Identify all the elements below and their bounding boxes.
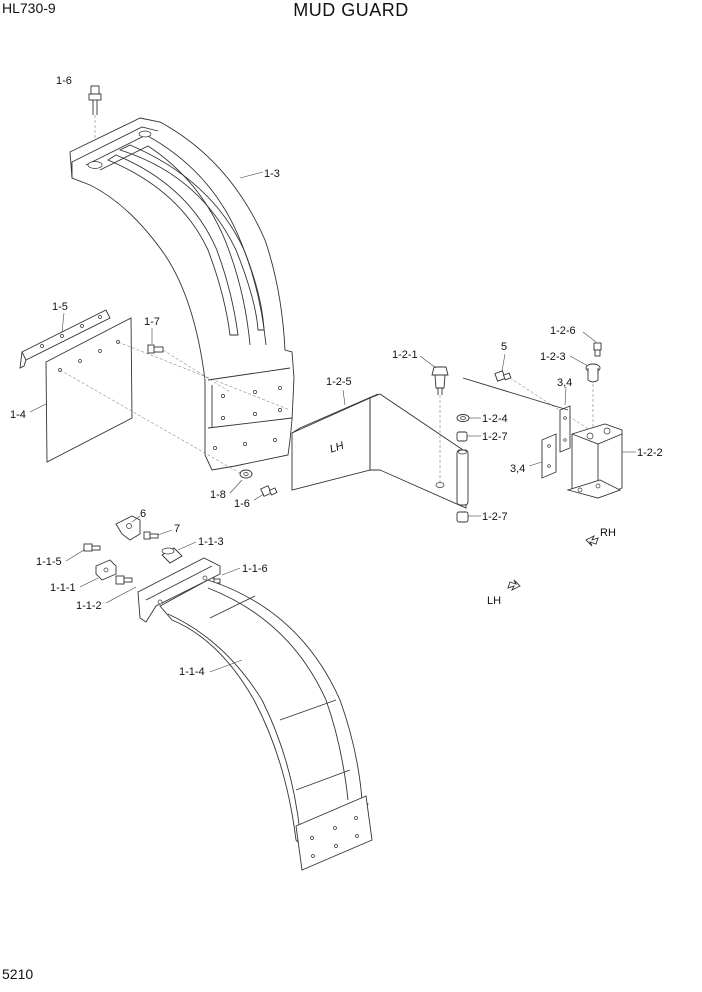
callout-1-6-top: 1-6 xyxy=(56,75,72,87)
clamp-strip-1-5 xyxy=(19,309,111,369)
clip-1-1-1 xyxy=(95,559,117,581)
callout-1-1-1: 1-1-1 xyxy=(50,582,76,594)
callout-1-5: 1-5 xyxy=(52,301,68,313)
bolt-1-1-2 xyxy=(115,575,133,585)
callout-1-2-7-upper: 1-2-7 xyxy=(482,431,508,443)
callout-1-1-5: 1-1-5 xyxy=(36,556,62,568)
callout-1-1-3: 1-1-3 xyxy=(198,536,224,548)
callout-1-2-7-lower: 1-2-7 xyxy=(482,511,508,523)
page-title: MUD GUARD xyxy=(293,0,409,20)
bolt-1-1-5 xyxy=(83,543,101,552)
bushing-1-2-7-lower xyxy=(456,511,469,523)
bolt-7 xyxy=(143,531,159,540)
callout-5: 5 xyxy=(501,341,507,353)
rh-orientation-label: RH xyxy=(600,527,616,539)
rubber-flap-1-4 xyxy=(45,317,133,463)
shim-upper xyxy=(559,405,571,453)
lh-orientation-label: LH xyxy=(487,595,501,607)
callout-1-8: 1-8 xyxy=(210,489,226,501)
callout-1-2-4: 1-2-4 xyxy=(482,413,508,425)
pin-1-2-1 xyxy=(431,366,449,485)
hinge-bracket-1-2-2 xyxy=(566,423,623,499)
callout-1-2-5: 1-2-5 xyxy=(326,376,352,388)
rh-arrow-icon xyxy=(585,534,599,547)
callout-3-4-upper: 3,4 xyxy=(557,377,572,389)
callout-7: 7 xyxy=(174,523,180,535)
bracket-lh-mark: LH xyxy=(328,440,345,456)
callout-1-2-6: 1-2-6 xyxy=(550,325,576,337)
bolt-1-2-6 xyxy=(593,342,602,357)
bolt-1-7 xyxy=(147,344,164,354)
model-code: HL730-9 xyxy=(2,0,56,16)
shim-lower xyxy=(541,433,557,479)
bolt-1-6-lower xyxy=(260,485,278,497)
callout-1-1-6: 1-1-6 xyxy=(242,563,268,575)
callout-1-2-3: 1-2-3 xyxy=(540,351,566,363)
callout-1-2-2: 1-2-2 xyxy=(637,447,663,459)
callout-1-1-2: 1-1-2 xyxy=(76,600,102,612)
lh-arrow-icon xyxy=(507,579,521,592)
callout-1-6-lower: 1-6 xyxy=(234,498,250,510)
washer-1-8 xyxy=(239,469,253,479)
callout-1-7: 1-7 xyxy=(144,316,160,328)
bracket-6 xyxy=(115,515,141,541)
callout-3-4-lower: 3,4 xyxy=(510,463,525,475)
callout-1-4: 1-4 xyxy=(10,409,26,421)
bolt-5 xyxy=(494,370,591,431)
callout-1-2-1: 1-2-1 xyxy=(392,349,418,361)
page-number: 5210 xyxy=(2,966,34,982)
callout-6: 6 xyxy=(140,508,146,520)
lh-bracket-1-2-5 xyxy=(291,393,467,509)
spacer-tube-1-1-3 xyxy=(161,547,183,564)
washer-1-2-4 xyxy=(456,414,470,422)
callout-1-3: 1-3 xyxy=(264,168,280,180)
spacer-1-2-3 xyxy=(585,363,601,430)
bushing-1-2-7-upper xyxy=(456,431,468,442)
mud-guard-shell xyxy=(69,117,295,471)
hinge-barrel xyxy=(456,449,469,506)
support-frame-1-1-4 xyxy=(137,557,373,871)
callout-1-1-4: 1-1-4 xyxy=(179,666,205,678)
